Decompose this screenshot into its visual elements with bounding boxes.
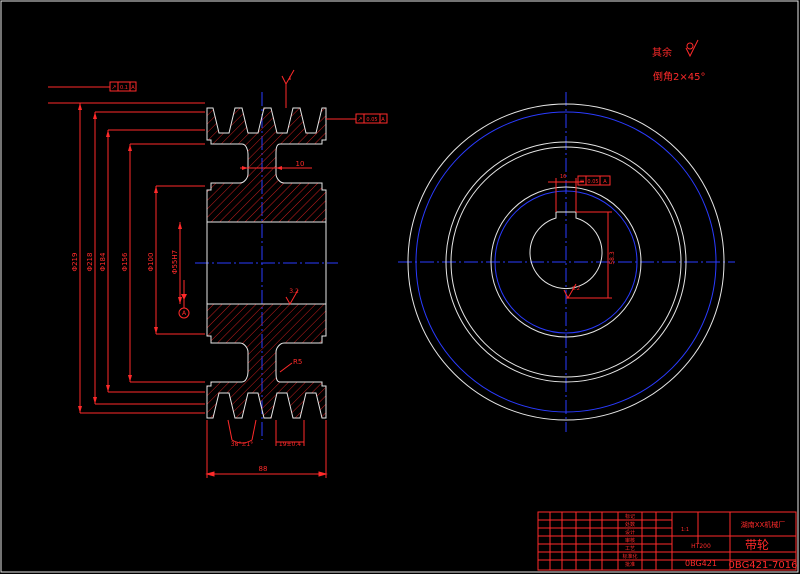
note-remainder: 其余 bbox=[652, 46, 672, 59]
groove-circle bbox=[415, 111, 717, 413]
dim-groove-angle bbox=[227, 419, 257, 444]
roughness-bore-value: 3.2 bbox=[572, 286, 580, 292]
roughness-symbol-hub bbox=[285, 289, 299, 306]
front-view: 58.3 16 ≡ 0.05 A 3.2 bbox=[398, 92, 735, 432]
web-circle bbox=[450, 146, 682, 378]
dim-fillet: R5 bbox=[293, 358, 302, 366]
note-chamfer: 倒角2×45° bbox=[653, 71, 705, 83]
title-company: 湖南XX机械厂 bbox=[741, 520, 786, 529]
tolerance-frame-keyway: ≡ 0.05 A bbox=[577, 175, 611, 186]
svg-text:处数: 处数 bbox=[625, 521, 635, 528]
groove-angle-label: 38°±1° bbox=[231, 441, 253, 448]
hub-pitch-circle bbox=[494, 190, 638, 334]
svg-text:≡: ≡ bbox=[579, 178, 584, 185]
roughness-value: 3.2 bbox=[289, 288, 299, 295]
svg-text:A: A bbox=[603, 179, 607, 185]
rim-inner-circle bbox=[445, 141, 687, 383]
dim-web: 10 bbox=[240, 160, 312, 170]
note-roughness-icon bbox=[685, 39, 699, 58]
svg-text:A: A bbox=[381, 117, 385, 123]
title-row-labels: 标记 处数 设计 审核 工艺 标准化 批准 bbox=[622, 513, 637, 568]
title-part-name: 带轮 bbox=[745, 538, 769, 552]
svg-text:审核: 审核 bbox=[625, 537, 635, 544]
svg-text:↗: ↗ bbox=[357, 116, 362, 123]
svg-text:10: 10 bbox=[296, 160, 305, 168]
section-top bbox=[206, 107, 327, 223]
section-view: Φ219 Φ218 Φ184 Φ156 Φ100 Φ55H7 A ↗ 0.1 A… bbox=[48, 69, 388, 478]
tolerance-frame-runout: ↗ 0.05 A bbox=[326, 113, 388, 124]
keyway-width-label: 16 bbox=[560, 174, 566, 180]
keyway-depth-label: 58.3 bbox=[609, 251, 616, 265]
dim-bore: Φ55H7 bbox=[171, 250, 179, 274]
section-bottom bbox=[206, 303, 327, 419]
svg-text:↗: ↗ bbox=[111, 84, 116, 91]
title-material: HT200 bbox=[691, 543, 711, 550]
width-label: 88 bbox=[259, 465, 268, 473]
outer-circle bbox=[407, 103, 725, 421]
tolerance-frame-top: ↗ 0.1 A bbox=[48, 81, 137, 92]
svg-text:0.1: 0.1 bbox=[120, 85, 128, 91]
svg-text:标准化: 标准化 bbox=[622, 553, 637, 560]
groove-pitch-label: 19±0.4 bbox=[279, 441, 301, 448]
svg-text:0.05: 0.05 bbox=[366, 117, 377, 123]
roughness-symbol-bore bbox=[563, 283, 577, 300]
svg-text:A: A bbox=[131, 85, 135, 91]
dim-od-mid: Φ218 bbox=[86, 253, 94, 272]
title-scale: 1:1 bbox=[681, 527, 689, 533]
datum-a-label: A bbox=[182, 310, 187, 317]
roughness-symbol-top bbox=[281, 69, 295, 108]
hub-outer-circle bbox=[490, 186, 642, 338]
title-code: 0BG421 bbox=[685, 559, 717, 568]
dim-od-hub: Φ156 bbox=[121, 252, 129, 271]
title-block bbox=[537, 511, 797, 571]
svg-text:工艺: 工艺 bbox=[625, 546, 635, 552]
dim-width bbox=[205, 420, 328, 478]
svg-text:0.05: 0.05 bbox=[587, 179, 598, 185]
title-drawing-no: 0BG421-7016 bbox=[729, 560, 798, 571]
svg-text:批准: 批准 bbox=[625, 561, 635, 568]
svg-text:设计: 设计 bbox=[625, 529, 635, 536]
dim-groove-pitch bbox=[275, 420, 305, 446]
svg-text:标记: 标记 bbox=[625, 513, 635, 520]
notes-block: 其余 倒角2×45° bbox=[652, 39, 705, 83]
dim-od-hub-inner: Φ100 bbox=[147, 253, 155, 272]
dim-od-groove: Φ184 bbox=[99, 252, 107, 271]
dim-od-outer: Φ219 bbox=[71, 253, 79, 272]
datum-a-circle bbox=[178, 307, 190, 319]
